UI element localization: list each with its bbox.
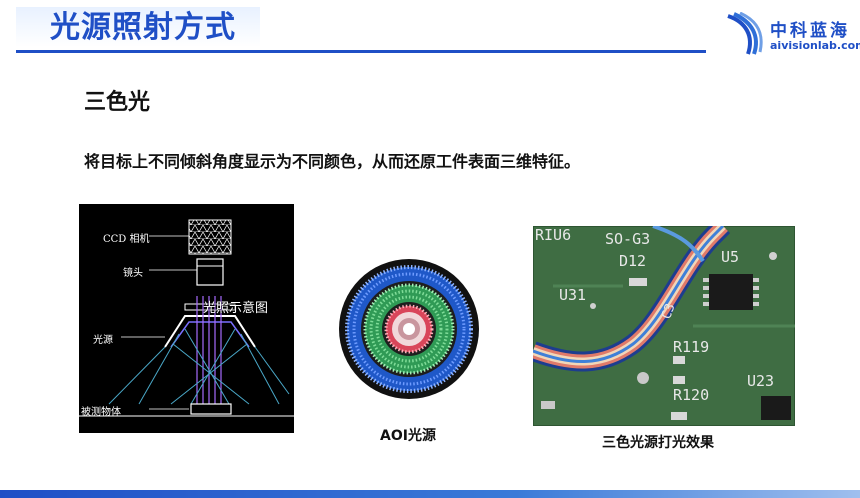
pcb-label-so-g3: SO-G3 <box>605 230 651 248</box>
object-outline <box>190 403 232 415</box>
pcb-caption: 三色光源打光效果 <box>602 435 714 451</box>
pcb-label-u31: U31 <box>559 286 587 304</box>
label-object: 被测物体 <box>81 407 121 418</box>
pcb-label-r120: R120 <box>673 386 710 404</box>
pcb-photo: RIU6 SO-G3 D12 U5 U31 C3 R119 R120 U23 <box>533 226 795 426</box>
section-description: 将目标上不同倾斜角度显示为不同颜色，从而还原工件表面三维特征。 <box>84 152 581 171</box>
logo-wave-icon <box>727 12 763 55</box>
pcb-label-u23: U23 <box>747 372 775 390</box>
pcb-label-riu6: RIU6 <box>535 226 572 244</box>
label-light-source: 光源 <box>93 335 113 346</box>
title-bar <box>16 7 260 47</box>
pcb-chip-u5 <box>709 274 753 310</box>
company-logo: 中科蓝海 aivisionlab.com <box>724 12 860 58</box>
diagram-caption: 光照示意图 <box>203 301 269 316</box>
pcb-label-d12: D12 <box>619 252 647 270</box>
footer-bar <box>0 490 860 498</box>
logo-url: aivisionlab.com <box>770 39 860 52</box>
aoi-ring-light <box>339 259 479 399</box>
lens-body <box>196 258 224 286</box>
logo-text: 中科蓝海 <box>770 21 850 41</box>
pcb-drawing <box>533 226 795 426</box>
diagram-drawing <box>79 219 294 417</box>
aoi-caption: AOI光源 <box>380 428 436 444</box>
label-ccd-camera: CCD 相机 <box>103 234 150 245</box>
section-heading: 三色光 <box>84 90 151 115</box>
camera-body <box>188 219 232 255</box>
pcb-label-r119: R119 <box>673 338 710 356</box>
label-lens: 镜头 <box>123 268 143 279</box>
illumination-diagram: CCD 相机 镜头 光源 被测物体 光照示意图 <box>79 204 294 433</box>
title-divider <box>16 50 706 53</box>
pcb-label-u5: U5 <box>721 248 740 266</box>
page-title: 光源照射方式 <box>50 10 236 45</box>
